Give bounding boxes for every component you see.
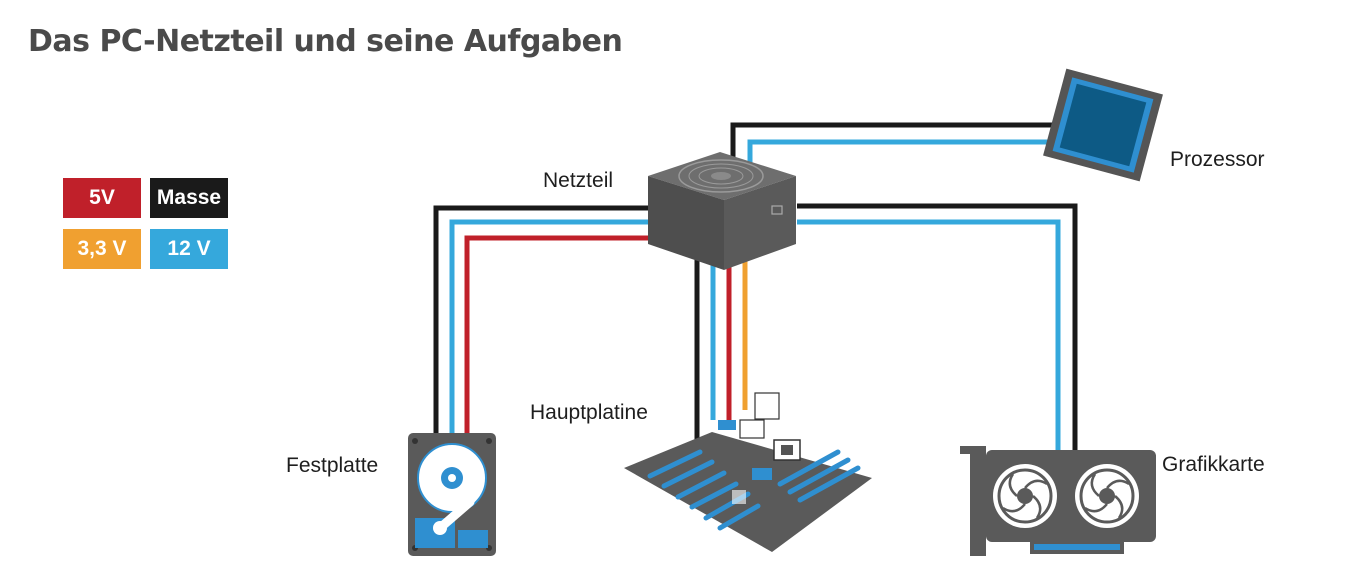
page-title: Das PC-Netzteil und seine Aufgaben bbox=[28, 24, 623, 59]
legend-12v-label: 12 V bbox=[167, 237, 211, 260]
cpu-icon bbox=[1043, 68, 1163, 182]
legend-masse-label: Masse bbox=[156, 186, 222, 209]
cable-hdd-5v bbox=[464, 235, 670, 435]
motherboard-icon bbox=[624, 392, 872, 552]
cable-cpu-12v bbox=[747, 139, 1058, 182]
legend-12v: 12 V bbox=[150, 229, 228, 269]
legend-5v: 5V bbox=[63, 178, 141, 218]
cable-hdd-masse bbox=[433, 205, 655, 435]
cable-gpu-12v bbox=[797, 219, 1061, 452]
legend-3-3v-label: 3,3 V bbox=[77, 237, 127, 260]
hdd-icon bbox=[408, 433, 496, 556]
label-hauptplatine: Hauptplatine bbox=[530, 401, 648, 424]
legend-5v-label: 5V bbox=[89, 186, 115, 209]
gpu-icon bbox=[960, 446, 1156, 556]
label-prozessor: Prozessor bbox=[1170, 148, 1265, 171]
legend-3-3v: 3,3 V bbox=[63, 229, 141, 269]
label-festplatte: Festplatte bbox=[286, 454, 379, 477]
cable-gpu-masse bbox=[797, 203, 1078, 452]
psu-icon bbox=[648, 152, 796, 270]
label-netzteil: Netzteil bbox=[543, 169, 614, 192]
cable-hdd-12v bbox=[449, 219, 655, 435]
legend-masse: Masse bbox=[150, 178, 228, 218]
label-grafikkarte: Grafikkarte bbox=[1162, 453, 1265, 476]
